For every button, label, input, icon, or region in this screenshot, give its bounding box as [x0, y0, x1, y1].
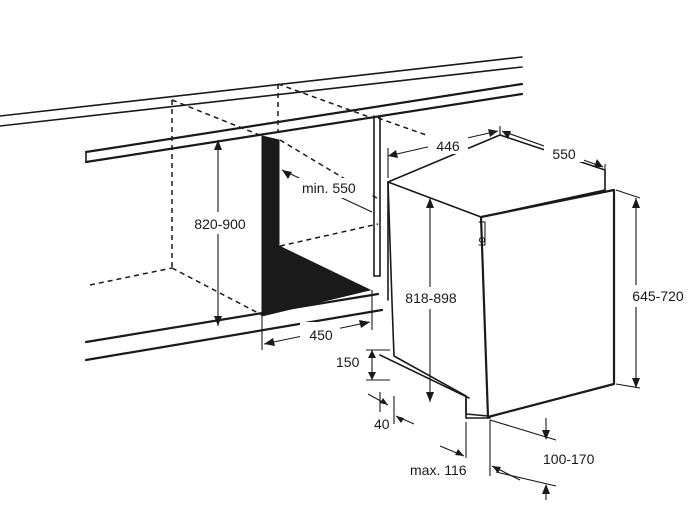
right-cabinet-side: [373, 115, 381, 277]
label-appliance-width: 446: [436, 138, 460, 154]
dimension-appliance-width: 446: [387, 126, 501, 178]
label-niche-width: 450: [309, 327, 333, 343]
label-foot-adjust: 100-170: [543, 451, 595, 467]
dimension-plinth-offset: max. 116: [410, 420, 521, 481]
dimension-min-depth: min. 550: [281, 169, 373, 213]
floor-plinth-lines: [84, 292, 384, 362]
label-plinth-setback: 40: [374, 416, 390, 432]
label-appliance-height: 818-898: [405, 290, 457, 306]
dimension-door-height: 645-720: [615, 189, 698, 389]
appliance-body: [387, 134, 616, 419]
label-plinth-offset: max. 116: [410, 462, 467, 478]
niche-side-panel: [261, 135, 372, 317]
plinth-lines: [379, 354, 491, 419]
dimension-appliance-depth: 550: [499, 128, 606, 186]
dimension-plinth-height: 150: [336, 349, 390, 381]
label-min-depth: min. 550: [302, 180, 356, 196]
dimension-foot-adjust: 100-170: [489, 418, 595, 500]
worktop: [0, 56, 524, 164]
dimension-cabinet-height: 820-900: [184, 140, 256, 326]
dimension-appliance-height: 818-898: [394, 198, 468, 402]
dimension-niche-width: 450: [261, 290, 373, 350]
label-plinth-height: 150: [336, 354, 360, 370]
label-door-height: 645-720: [632, 288, 684, 304]
label-cabinet-height: 820-900: [194, 216, 246, 232]
dimension-plinth-setback: 40: [367, 392, 415, 432]
label-appliance-depth: 550: [552, 146, 576, 162]
